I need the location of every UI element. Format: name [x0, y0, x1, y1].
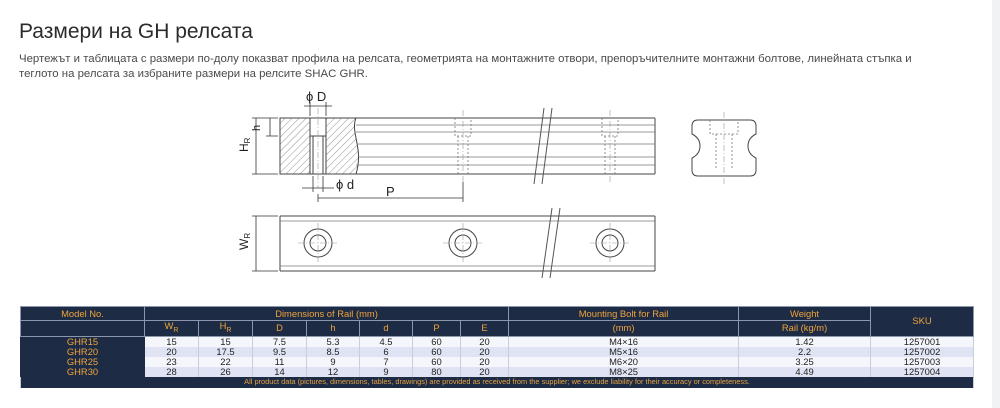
cell-D: 11 [252, 356, 307, 367]
page-edge-bar [992, 0, 1000, 408]
cell-weight: 2.2 [738, 346, 872, 357]
cell-bolt: M8×25 [508, 366, 740, 377]
cell-d: 6 [359, 346, 413, 357]
cell-E: 20 [459, 336, 510, 347]
label-h: h [251, 125, 263, 131]
cell-sku: 1257004 [870, 366, 975, 377]
header-mounting-bolt: Mounting Bolt for Rail [508, 306, 740, 321]
cell-bolt: M5×16 [508, 346, 740, 357]
intro-paragraph: Чертежът и таблицата с размери по-долу п… [19, 53, 912, 80]
cell-sku: 1257003 [870, 356, 975, 367]
cell-d: 7 [359, 356, 413, 367]
cell-model: GHR15 [20, 336, 145, 347]
label-P: P [386, 184, 395, 199]
rail-end-view [691, 112, 757, 184]
header-wr: WR [144, 320, 199, 337]
rail-technical-drawing: ϕ D h HR ϕ d P WR [237, 89, 757, 279]
cell-wr: 23 [144, 356, 199, 367]
label-WR: WR [237, 233, 252, 250]
cell-wr: 20 [144, 346, 199, 357]
table-row: GHR15 15 15 7.5 5.3 4.5 60 20 M4×16 1.42… [20, 336, 975, 347]
rail-side-view [252, 102, 656, 202]
cell-E: 20 [459, 346, 510, 357]
header-model-no: Model No. [20, 306, 145, 321]
cell-wr: 28 [144, 366, 199, 377]
table-footnote-row: All product data (pictures, dimensions, … [19, 376, 975, 388]
header-hr: HR [198, 320, 253, 337]
cell-P: 60 [412, 356, 461, 367]
cell-hr: 17.5 [198, 346, 253, 357]
header-weight: Weight [738, 306, 872, 321]
cell-d: 9 [359, 366, 413, 377]
table-row: GHR30 28 26 14 12 9 80 20 M8×25 4.49 125… [20, 366, 975, 377]
page-title: Размери на GH релсата [19, 20, 253, 43]
cell-weight: 4.49 [738, 366, 872, 377]
cell-D: 14 [252, 366, 307, 377]
cell-h: 8.5 [306, 346, 360, 357]
cell-P: 60 [412, 346, 461, 357]
cell-model: GHR20 [20, 346, 145, 357]
label-HR: HR [237, 137, 252, 152]
label-phi-d: ϕ d [336, 177, 354, 192]
table-footnote: All product data (pictures, dimensions, … [19, 376, 975, 388]
header-weight-unit: Rail (kg/m) [738, 320, 872, 337]
rail-dimensions-table: Model No. Dimensions of Rail (mm) Mounti… [19, 306, 975, 388]
cell-bolt: M6×20 [508, 356, 740, 367]
header-E: E [459, 320, 510, 337]
table-row: GHR25 23 22 11 9 7 60 20 M6×20 3.25 1257… [20, 356, 975, 367]
table-row: GHR20 20 17.5 9.5 8.5 6 60 20 M5×16 2.2 … [20, 346, 975, 357]
cell-weight: 3.25 [738, 356, 872, 367]
cell-d: 4.5 [359, 336, 413, 347]
rail-top-view [252, 207, 656, 279]
label-phi-D: ϕ D [306, 89, 326, 104]
cell-E: 20 [459, 356, 510, 367]
header-bolt-unit: (mm) [508, 320, 740, 337]
cell-h: 12 [306, 366, 360, 377]
cell-weight: 1.42 [738, 336, 872, 347]
cell-sku: 1257002 [870, 346, 975, 357]
cell-hr: 15 [198, 336, 253, 347]
cell-model: GHR30 [20, 366, 145, 377]
cell-P: 80 [412, 366, 461, 377]
cell-D: 7.5 [252, 336, 307, 347]
cell-D: 9.5 [252, 346, 307, 357]
header-dimensions: Dimensions of Rail (mm) [143, 306, 510, 321]
cell-E: 20 [459, 366, 510, 377]
header-P: P [412, 320, 461, 337]
header-d: d [359, 320, 413, 337]
cell-P: 60 [412, 336, 461, 347]
cell-hr: 22 [198, 356, 253, 367]
cell-wr: 15 [144, 336, 199, 347]
header-h: h [306, 320, 360, 337]
cell-bolt: M4×16 [508, 336, 740, 347]
cell-model: GHR25 [20, 356, 145, 367]
cell-sku: 1257001 [870, 336, 975, 347]
cell-h: 5.3 [306, 336, 360, 347]
header-model-blank [20, 320, 145, 337]
cell-h: 9 [306, 356, 360, 367]
cell-hr: 26 [198, 366, 253, 377]
header-D: D [252, 320, 307, 337]
header-sku: SKU [870, 306, 975, 337]
